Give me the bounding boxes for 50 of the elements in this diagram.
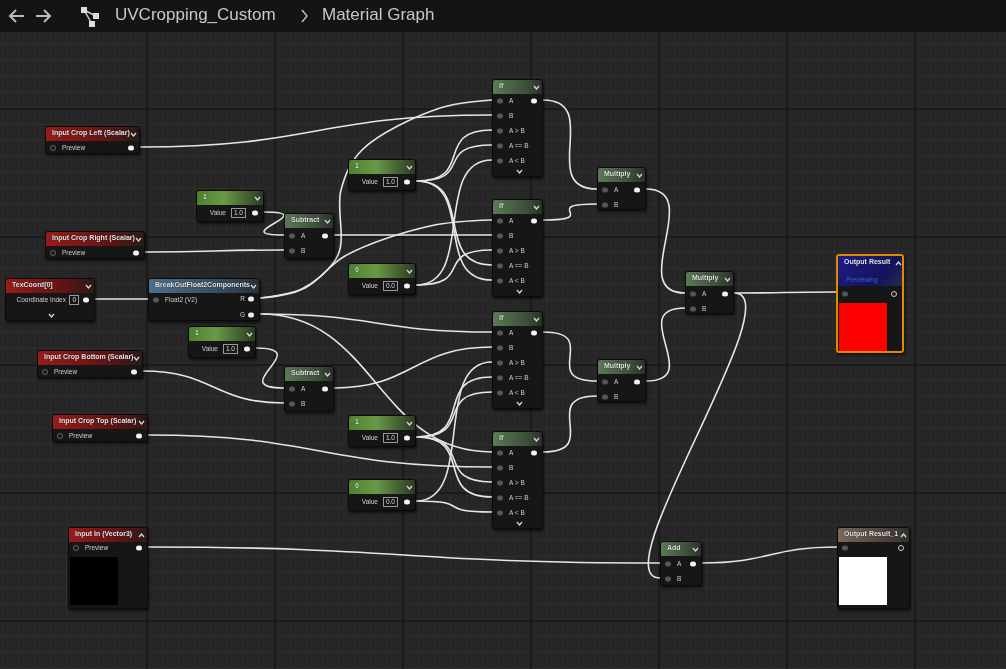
breadcrumb-text: Material Graph [322,5,435,25]
wire [263,211,285,236]
wire [333,234,493,236]
graph-node [188,326,256,358]
graph-node [685,271,734,314]
graph-node [492,431,543,529]
graph-node [52,414,148,442]
wire [648,292,746,579]
graph-node [597,167,646,210]
wire [645,188,686,294]
wire [259,219,493,299]
graph-node [660,541,702,586]
wire [542,395,598,453]
wire [259,313,493,453]
graph-node [836,254,904,353]
graph-node [597,359,646,402]
graph-node [492,199,543,297]
graph-node [284,366,334,412]
graph-node [348,263,416,295]
wire [147,434,493,468]
wire [542,99,598,190]
wire [147,546,661,564]
wire [255,347,285,389]
graph-node [68,527,148,609]
graph-node [348,159,416,191]
graph-node [492,311,543,409]
wire [701,546,838,564]
breadcrumb-text: UVCropping_Custom [115,5,276,25]
wire [142,370,285,404]
wire [144,249,285,253]
graph-node [5,278,95,321]
graph-node [348,479,416,511]
wire [259,99,493,299]
wire [94,298,149,300]
wire [542,203,598,221]
graph-node [148,278,260,321]
graph-node [492,79,543,177]
wire [542,331,598,382]
wire [645,307,686,382]
wire [139,114,493,148]
graph-node [284,213,334,259]
graph-node [196,190,264,222]
graph-node [837,527,910,609]
wire [415,500,493,513]
wire [333,346,493,389]
graph-node [45,231,145,259]
wire [415,249,493,286]
graph-node [37,350,143,378]
graph-node [45,126,140,154]
graph-node [348,415,416,447]
